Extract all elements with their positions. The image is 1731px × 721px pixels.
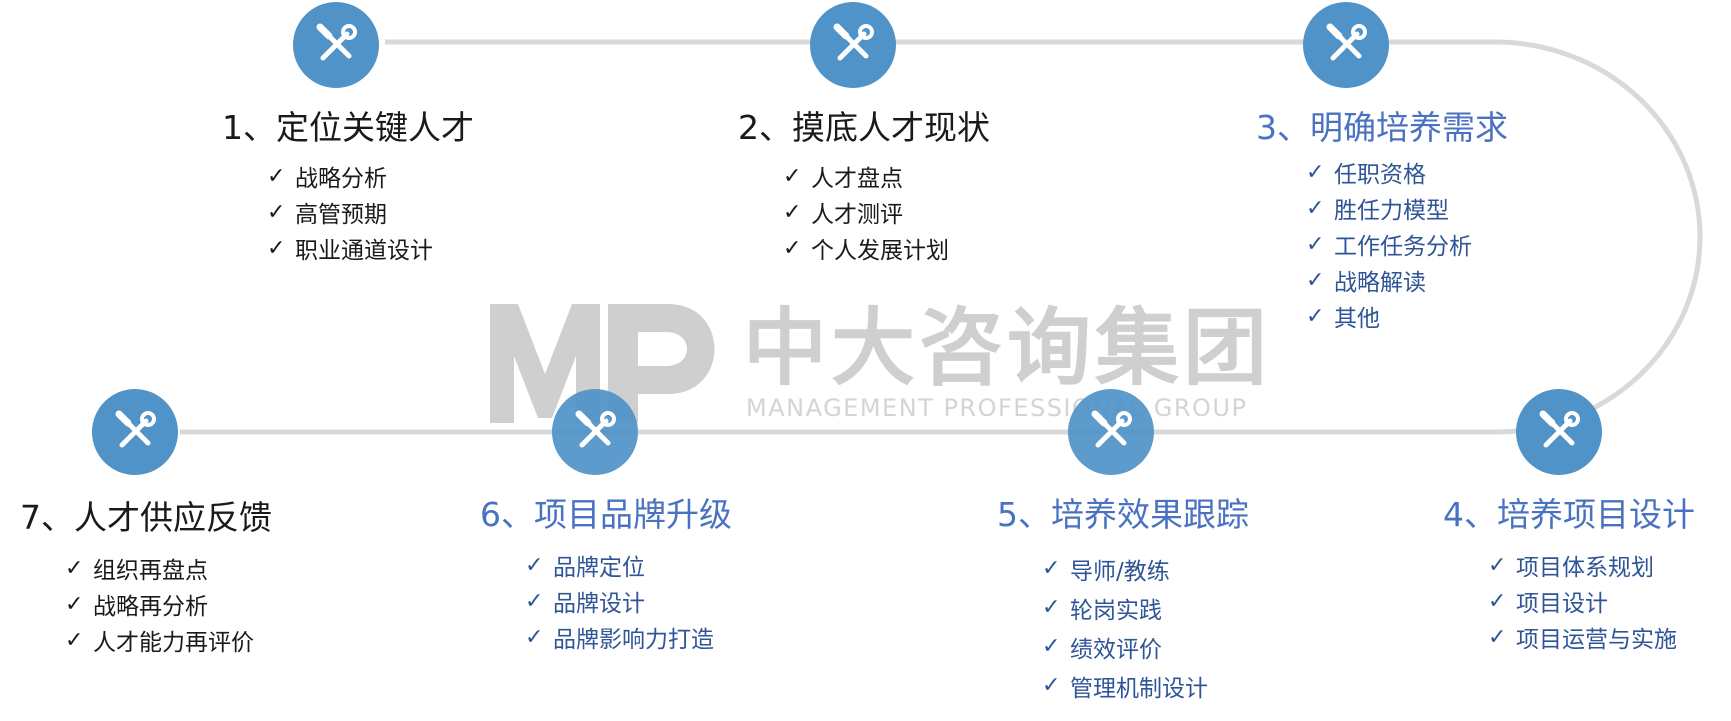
check-icon: ✓ — [525, 552, 544, 578]
step-6: 6、项目品牌升级 ✓品牌定位 ✓品牌设计 ✓品牌影响力打造 — [480, 495, 732, 655]
list-item: ✓任职资格 — [1306, 159, 1426, 189]
list-item: ✓品牌设计 — [525, 588, 645, 618]
step-1-node — [293, 2, 379, 88]
check-icon: ✓ — [1042, 673, 1061, 698]
list-item: ✓胜任力模型 — [1306, 195, 1449, 225]
tools-icon — [316, 23, 357, 61]
step-1: 1、定位关键人才 ✓战略分析 ✓高管预期 ✓职业通道设计 — [222, 108, 474, 266]
step-2: 2、摸底人才现状 ✓人才盘点 ✓人才测评 ✓个人发展计划 — [738, 108, 990, 266]
check-icon: ✓ — [1488, 552, 1507, 578]
step-3: 3、明确培养需求 ✓任职资格 ✓胜任力模型 ✓工作任务分析 ✓战略解读 ✓其他 — [1256, 108, 1508, 334]
step-6-node — [552, 389, 638, 475]
tools-icon — [1539, 410, 1580, 448]
step-6-title: 6、项目品牌升级 — [480, 495, 732, 534]
step-7: 7、人才供应反馈 ✓组织再盘点 ✓战略再分析 ✓人才能力再评价 — [20, 498, 272, 658]
step-3-items: ✓任职资格 ✓胜任力模型 ✓工作任务分析 ✓战略解读 ✓其他 — [1306, 154, 1508, 334]
step-1-items: ✓战略分析 ✓高管预期 ✓职业通道设计 — [267, 158, 474, 266]
list-item: ✓战略分析 — [267, 163, 387, 193]
check-icon: ✓ — [783, 163, 802, 189]
step-4: 4、培养项目设计 ✓项目体系规划 ✓项目设计 ✓项目运营与实施 — [1443, 495, 1695, 655]
check-icon: ✓ — [267, 199, 286, 225]
list-item: ✓职业通道设计 — [267, 235, 433, 265]
check-icon: ✓ — [1306, 195, 1325, 221]
check-icon: ✓ — [1306, 303, 1325, 329]
check-icon: ✓ — [65, 591, 84, 617]
check-icon: ✓ — [1488, 588, 1507, 614]
list-item: ✓工作任务分析 — [1306, 231, 1472, 261]
step-6-items: ✓品牌定位 ✓品牌设计 ✓品牌影响力打造 — [525, 547, 732, 655]
tools-icon — [1326, 23, 1367, 61]
step-7-items: ✓组织再盘点 ✓战略再分析 ✓人才能力再评价 — [65, 550, 272, 658]
list-item: ✓其他 — [1306, 303, 1380, 333]
list-item: ✓战略再分析 — [65, 591, 208, 621]
list-item: ✓人才能力再评价 — [65, 627, 254, 657]
list-item: ✓项目运营与实施 — [1488, 624, 1677, 654]
step-5-items: ✓导师/教练 ✓轮岗实践 ✓绩效评价 ✓管理机制设计 — [1042, 549, 1249, 705]
step-4-node — [1516, 389, 1602, 475]
check-icon: ✓ — [65, 555, 84, 581]
list-item: ✓组织再盘点 — [65, 555, 208, 585]
step-4-title: 4、培养项目设计 — [1443, 495, 1695, 534]
list-item: ✓战略解读 — [1306, 267, 1426, 297]
check-icon: ✓ — [1306, 159, 1325, 185]
check-icon: ✓ — [525, 624, 544, 650]
step-3-title: 3、明确培养需求 — [1256, 108, 1508, 147]
check-icon: ✓ — [65, 627, 84, 653]
check-icon: ✓ — [267, 163, 286, 189]
list-item: ✓项目设计 — [1488, 588, 1608, 618]
list-item: ✓品牌定位 — [525, 552, 645, 582]
check-icon: ✓ — [525, 588, 544, 614]
step-7-node — [92, 389, 178, 475]
list-item: ✓绩效评价 — [1042, 634, 1162, 663]
list-item: ✓管理机制设计 — [1042, 673, 1208, 702]
check-icon: ✓ — [783, 199, 802, 225]
step-2-node — [810, 2, 896, 88]
tools-icon — [1091, 410, 1132, 448]
tools-icon — [575, 410, 616, 448]
check-icon: ✓ — [1042, 556, 1061, 581]
check-icon: ✓ — [783, 235, 802, 261]
list-item: ✓导师/教练 — [1042, 556, 1170, 585]
list-item: ✓个人发展计划 — [783, 235, 949, 265]
tools-icon — [115, 410, 156, 448]
step-5-node — [1068, 389, 1154, 475]
check-icon: ✓ — [1306, 267, 1325, 293]
list-item: ✓高管预期 — [267, 199, 387, 229]
list-item: ✓品牌影响力打造 — [525, 624, 714, 654]
step-2-items: ✓人才盘点 ✓人才测评 ✓个人发展计划 — [783, 158, 990, 266]
list-item: ✓项目体系规划 — [1488, 552, 1654, 582]
list-item: ✓轮岗实践 — [1042, 595, 1162, 624]
check-icon: ✓ — [1042, 634, 1061, 659]
step-7-title: 7、人才供应反馈 — [20, 498, 272, 537]
check-icon: ✓ — [1306, 231, 1325, 257]
step-4-items: ✓项目体系规划 ✓项目设计 ✓项目运营与实施 — [1488, 547, 1695, 655]
step-2-title: 2、摸底人才现状 — [738, 108, 990, 147]
step-5: 5、培养效果跟踪 ✓导师/教练 ✓轮岗实践 ✓绩效评价 ✓管理机制设计 — [997, 495, 1249, 705]
list-item: ✓人才测评 — [783, 199, 903, 229]
list-item: ✓人才盘点 — [783, 163, 903, 193]
step-1-title: 1、定位关键人才 — [222, 108, 474, 147]
check-icon: ✓ — [1042, 595, 1061, 620]
check-icon: ✓ — [267, 235, 286, 261]
check-icon: ✓ — [1488, 624, 1507, 650]
step-3-node — [1303, 2, 1389, 88]
step-5-title: 5、培养效果跟踪 — [997, 495, 1249, 534]
tools-icon — [833, 23, 874, 61]
